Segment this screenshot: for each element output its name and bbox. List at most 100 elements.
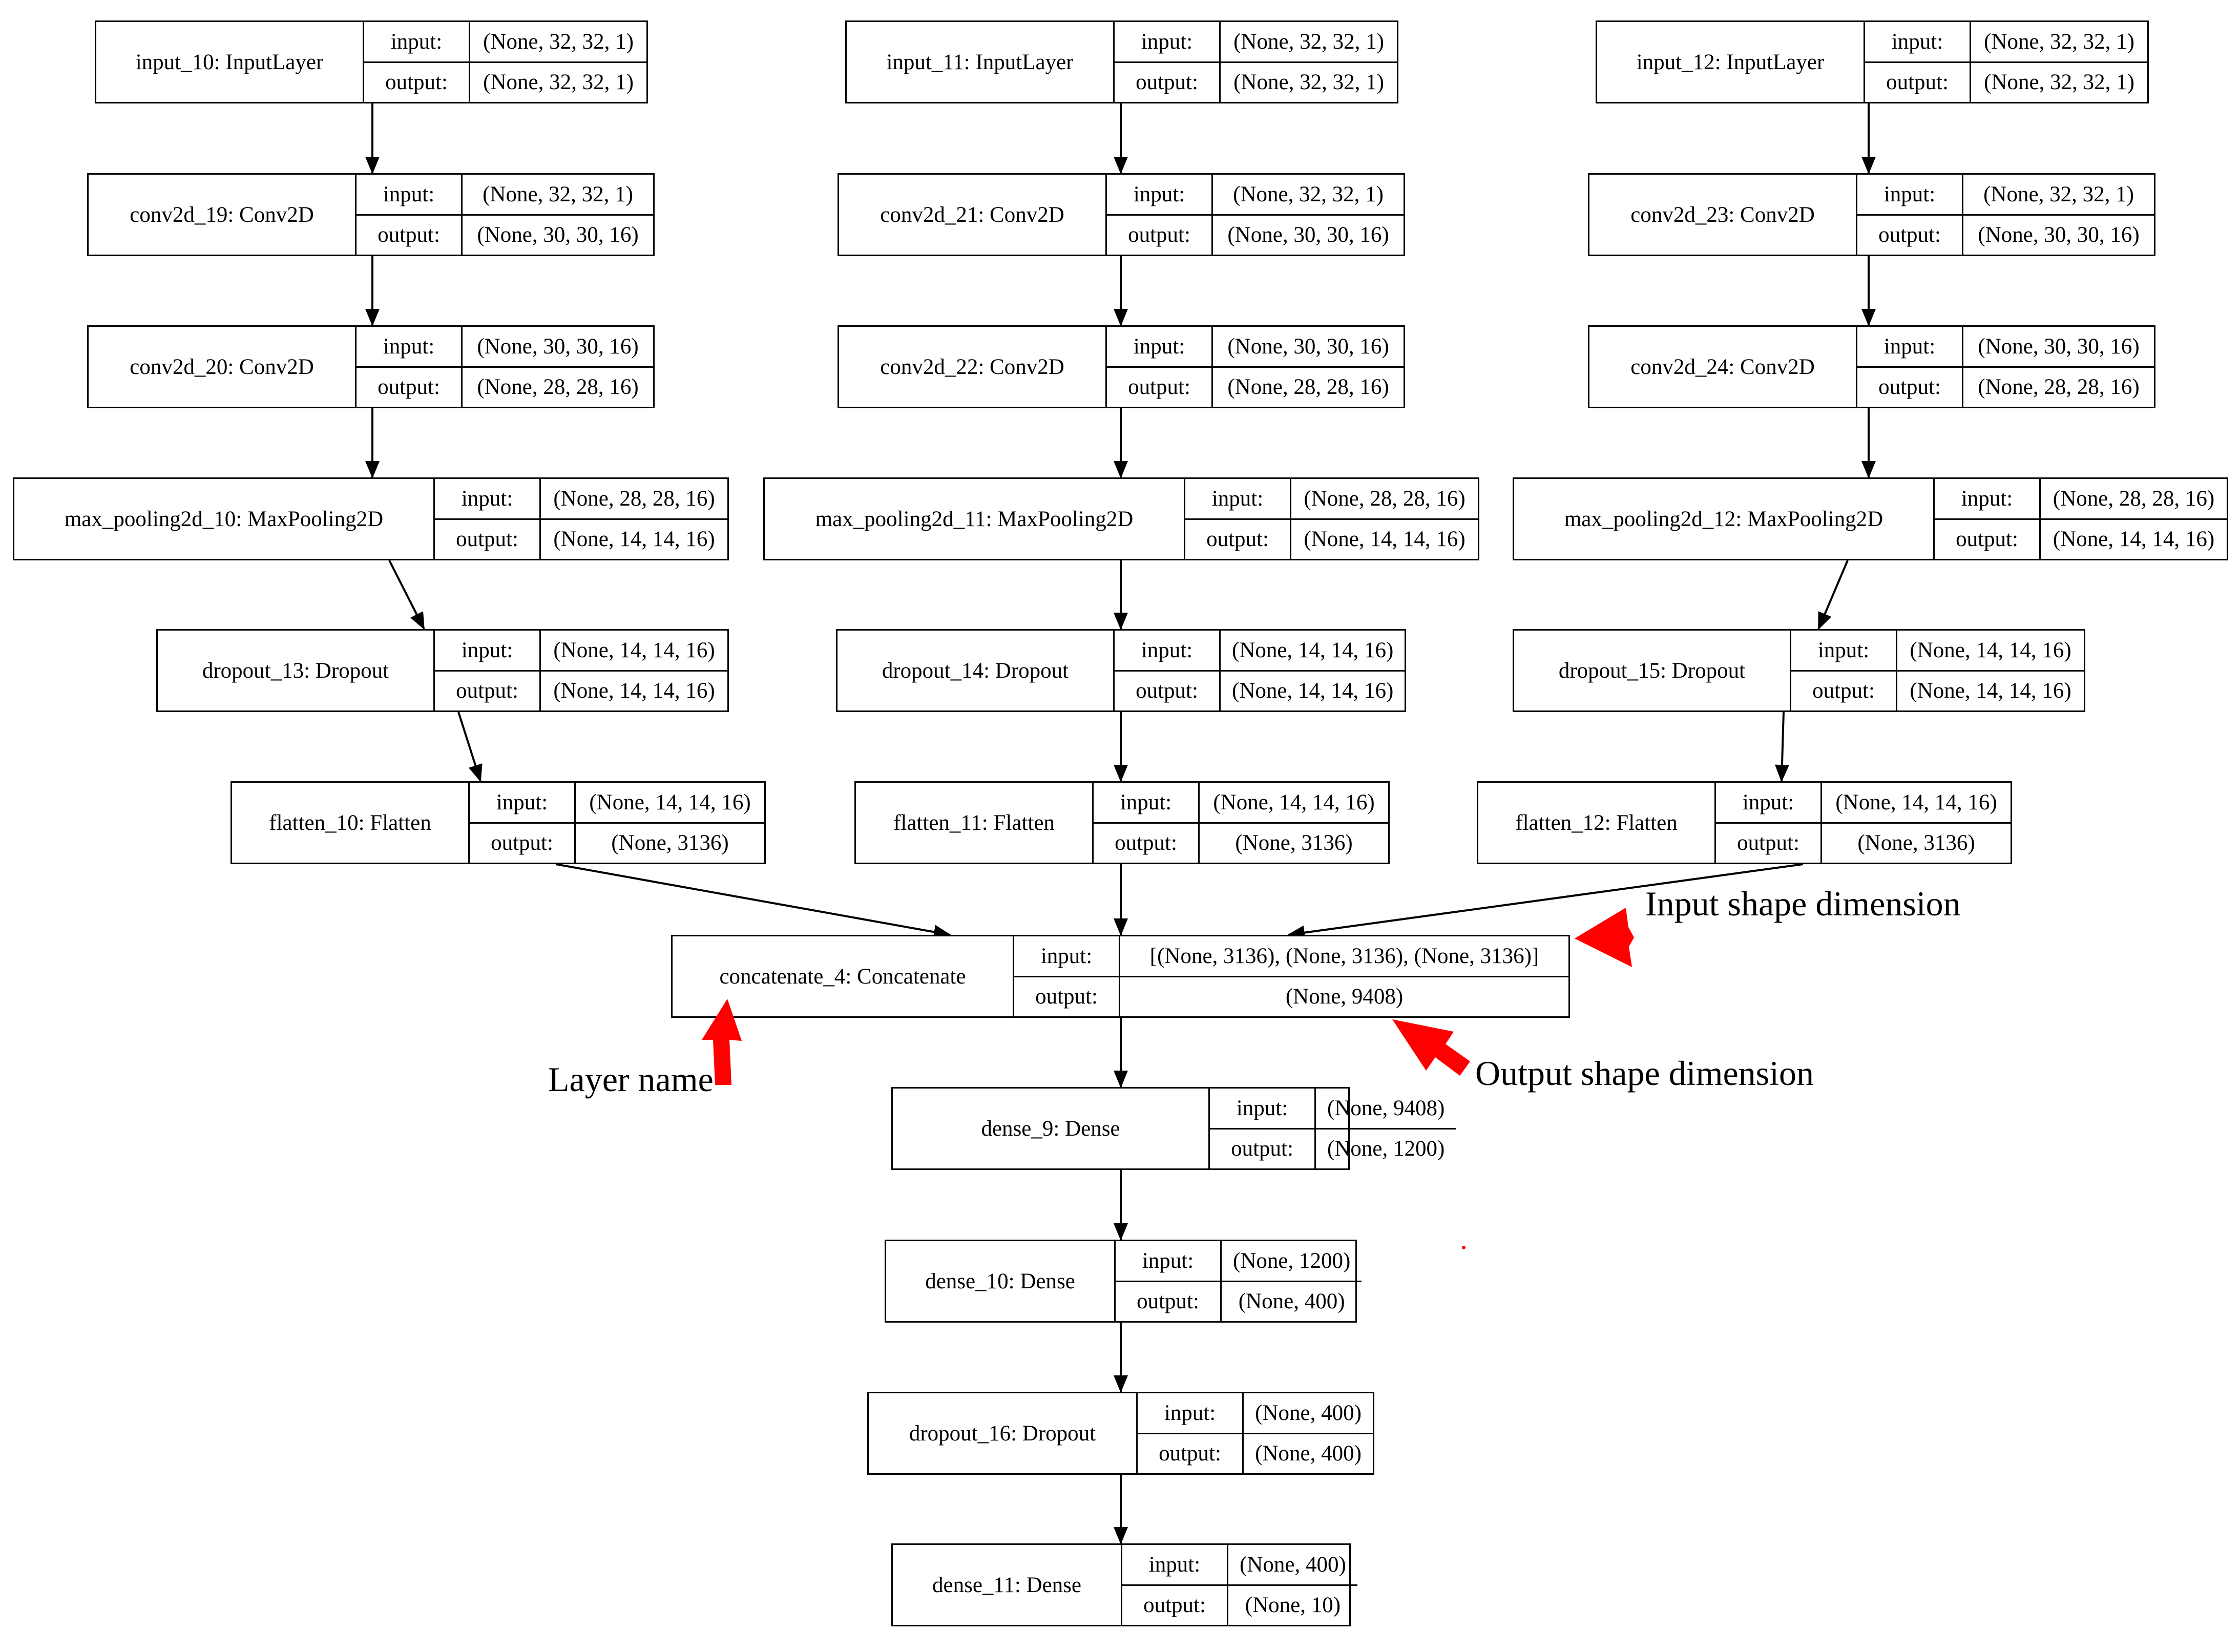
- output-label: output:: [378, 223, 440, 247]
- input-label: input:: [435, 479, 539, 520]
- output-shape: (None, 32, 32, 1): [483, 70, 634, 95]
- io-label-column: input:output:: [1115, 22, 1221, 102]
- layer-name: dense_9: Dense: [893, 1089, 1210, 1168]
- output-label: output:: [1035, 985, 1098, 1009]
- input-shape: (None, 400): [1228, 1545, 1357, 1586]
- output-shape: (None, 14, 14, 16): [1232, 679, 1394, 703]
- input-shape: (None, 400): [1244, 1393, 1373, 1434]
- shape-column: (None, 400)(None, 400): [1244, 1393, 1373, 1473]
- shape-column: (None, 14, 14, 16) (None, 14, 14, 16): [1897, 631, 2084, 710]
- layer-name: concatenate_4: Concatenate: [673, 936, 1014, 1016]
- input-label: input:: [1094, 783, 1198, 824]
- output-label: output:: [456, 679, 518, 703]
- layer-name: conv2d_20: Conv2D: [89, 327, 357, 407]
- input-label: input:: [357, 327, 461, 368]
- output-shape: (None, 28, 28, 16): [477, 375, 639, 400]
- shape-column: (None, 14, 14, 16)(None, 3136): [576, 783, 764, 863]
- output-label: output:: [1143, 1593, 1206, 1618]
- shape-column: (None, 400)(None, 10): [1228, 1545, 1357, 1625]
- input-shape: (None, 30, 30, 16): [463, 327, 653, 368]
- io-label-column: input:output:: [435, 631, 541, 710]
- output-label: output:: [1128, 375, 1190, 400]
- input-label: input:: [1865, 22, 1970, 63]
- shape-column: (None, 32, 32, 1)(None, 32, 32, 1): [470, 22, 646, 102]
- edge-arrow: [1817, 560, 1849, 630]
- output-shape: (None, 14, 14, 16): [1910, 679, 2071, 703]
- input-shape: (None, 14, 14, 16): [1897, 631, 2084, 672]
- io-label-column: input: output:: [1716, 783, 1822, 863]
- output-shape: (None, 400): [1238, 1289, 1345, 1314]
- output-shape: (None, 30, 30, 16): [1978, 223, 2140, 247]
- io-label-column: input:output:: [357, 327, 463, 407]
- edge-arrow: [1287, 863, 1804, 940]
- edge-arrow: [1774, 712, 1789, 782]
- input-label: input:: [1138, 1393, 1242, 1434]
- output-shape: (None, 32, 32, 1): [1984, 70, 2134, 95]
- output-shape: (None, 32, 32, 1): [1233, 70, 1384, 95]
- output-shape: (None, 3136): [611, 831, 729, 855]
- shape-column: (None, 9408)(None, 1200): [1316, 1089, 1456, 1168]
- io-label-column: input:output:: [1185, 479, 1291, 559]
- input-label: input:: [470, 783, 574, 824]
- layer-name-annotation: Layer name: [548, 1060, 714, 1099]
- input-label: input:: [1716, 783, 1820, 824]
- layer-name: flatten_10: Flatten: [232, 783, 470, 863]
- output-label: output:: [385, 70, 448, 95]
- shape-column: (None, 14, 14, 16)(None, 3136): [1822, 783, 2011, 863]
- output-label: output:: [1737, 831, 1799, 855]
- layer-name: conv2d_19: Conv2D: [89, 175, 357, 255]
- input-shape: (None, 30, 30, 16): [1963, 327, 2154, 368]
- input-shape: (None, 30, 30, 16): [1213, 327, 1404, 368]
- io-label-column: input:output:: [1122, 1545, 1228, 1625]
- input-label: input:: [1115, 22, 1219, 63]
- io-label-column: input:output:: [364, 22, 470, 102]
- edge-arrow: [457, 712, 483, 782]
- input-label: input:: [1107, 175, 1211, 216]
- output-shape: (None, 28, 28, 16): [1227, 375, 1389, 400]
- output-shape: (None, 1200): [1327, 1137, 1445, 1161]
- output-label: output:: [1878, 375, 1941, 400]
- io-label-column: input:output:: [1115, 631, 1221, 710]
- output-label: output:: [491, 831, 553, 855]
- shape-column: (None, 28, 28, 16)(None, 14, 14, 16): [1291, 479, 1478, 559]
- input-shape: (None, 14, 14, 16): [1221, 631, 1405, 672]
- output-label: output:: [1137, 1289, 1199, 1314]
- output-label: output:: [456, 527, 518, 552]
- io-label-column: input:output:: [1857, 175, 1963, 255]
- input-label: input:: [1210, 1089, 1314, 1130]
- output-label: output:: [1812, 679, 1875, 703]
- io-label-column: input: output:: [470, 783, 576, 863]
- output-shape: (None, 14, 14, 16): [1304, 527, 1466, 552]
- input-shape: (None, 28, 28, 16): [541, 479, 727, 520]
- input-shape: (None, 28, 28, 16): [2041, 479, 2227, 520]
- input-label: input:: [357, 175, 461, 216]
- shape-column: (None, 28, 28, 16)(None, 14, 14, 16): [541, 479, 727, 559]
- input-label: input:: [1185, 479, 1290, 520]
- output-label: output:: [1159, 1441, 1221, 1466]
- input-label: input:: [1115, 631, 1219, 672]
- io-label-column: input:output:: [1116, 1241, 1222, 1321]
- layer-name-pointer: [702, 999, 742, 1085]
- output-shape: (None, 30, 30, 16): [477, 223, 639, 247]
- shape-column: (None, 30, 30, 16) (None, 28, 28, 16): [463, 327, 653, 407]
- shape-column: (None, 14, 14, 16)(None, 14, 14, 16): [541, 631, 727, 710]
- input-label: input:: [1791, 631, 1896, 672]
- input-shape: (None, 32, 32, 1): [1221, 22, 1397, 63]
- layer-name: conv2d_22: Conv2D: [839, 327, 1107, 407]
- io-label-column: input:output:: [1107, 327, 1213, 407]
